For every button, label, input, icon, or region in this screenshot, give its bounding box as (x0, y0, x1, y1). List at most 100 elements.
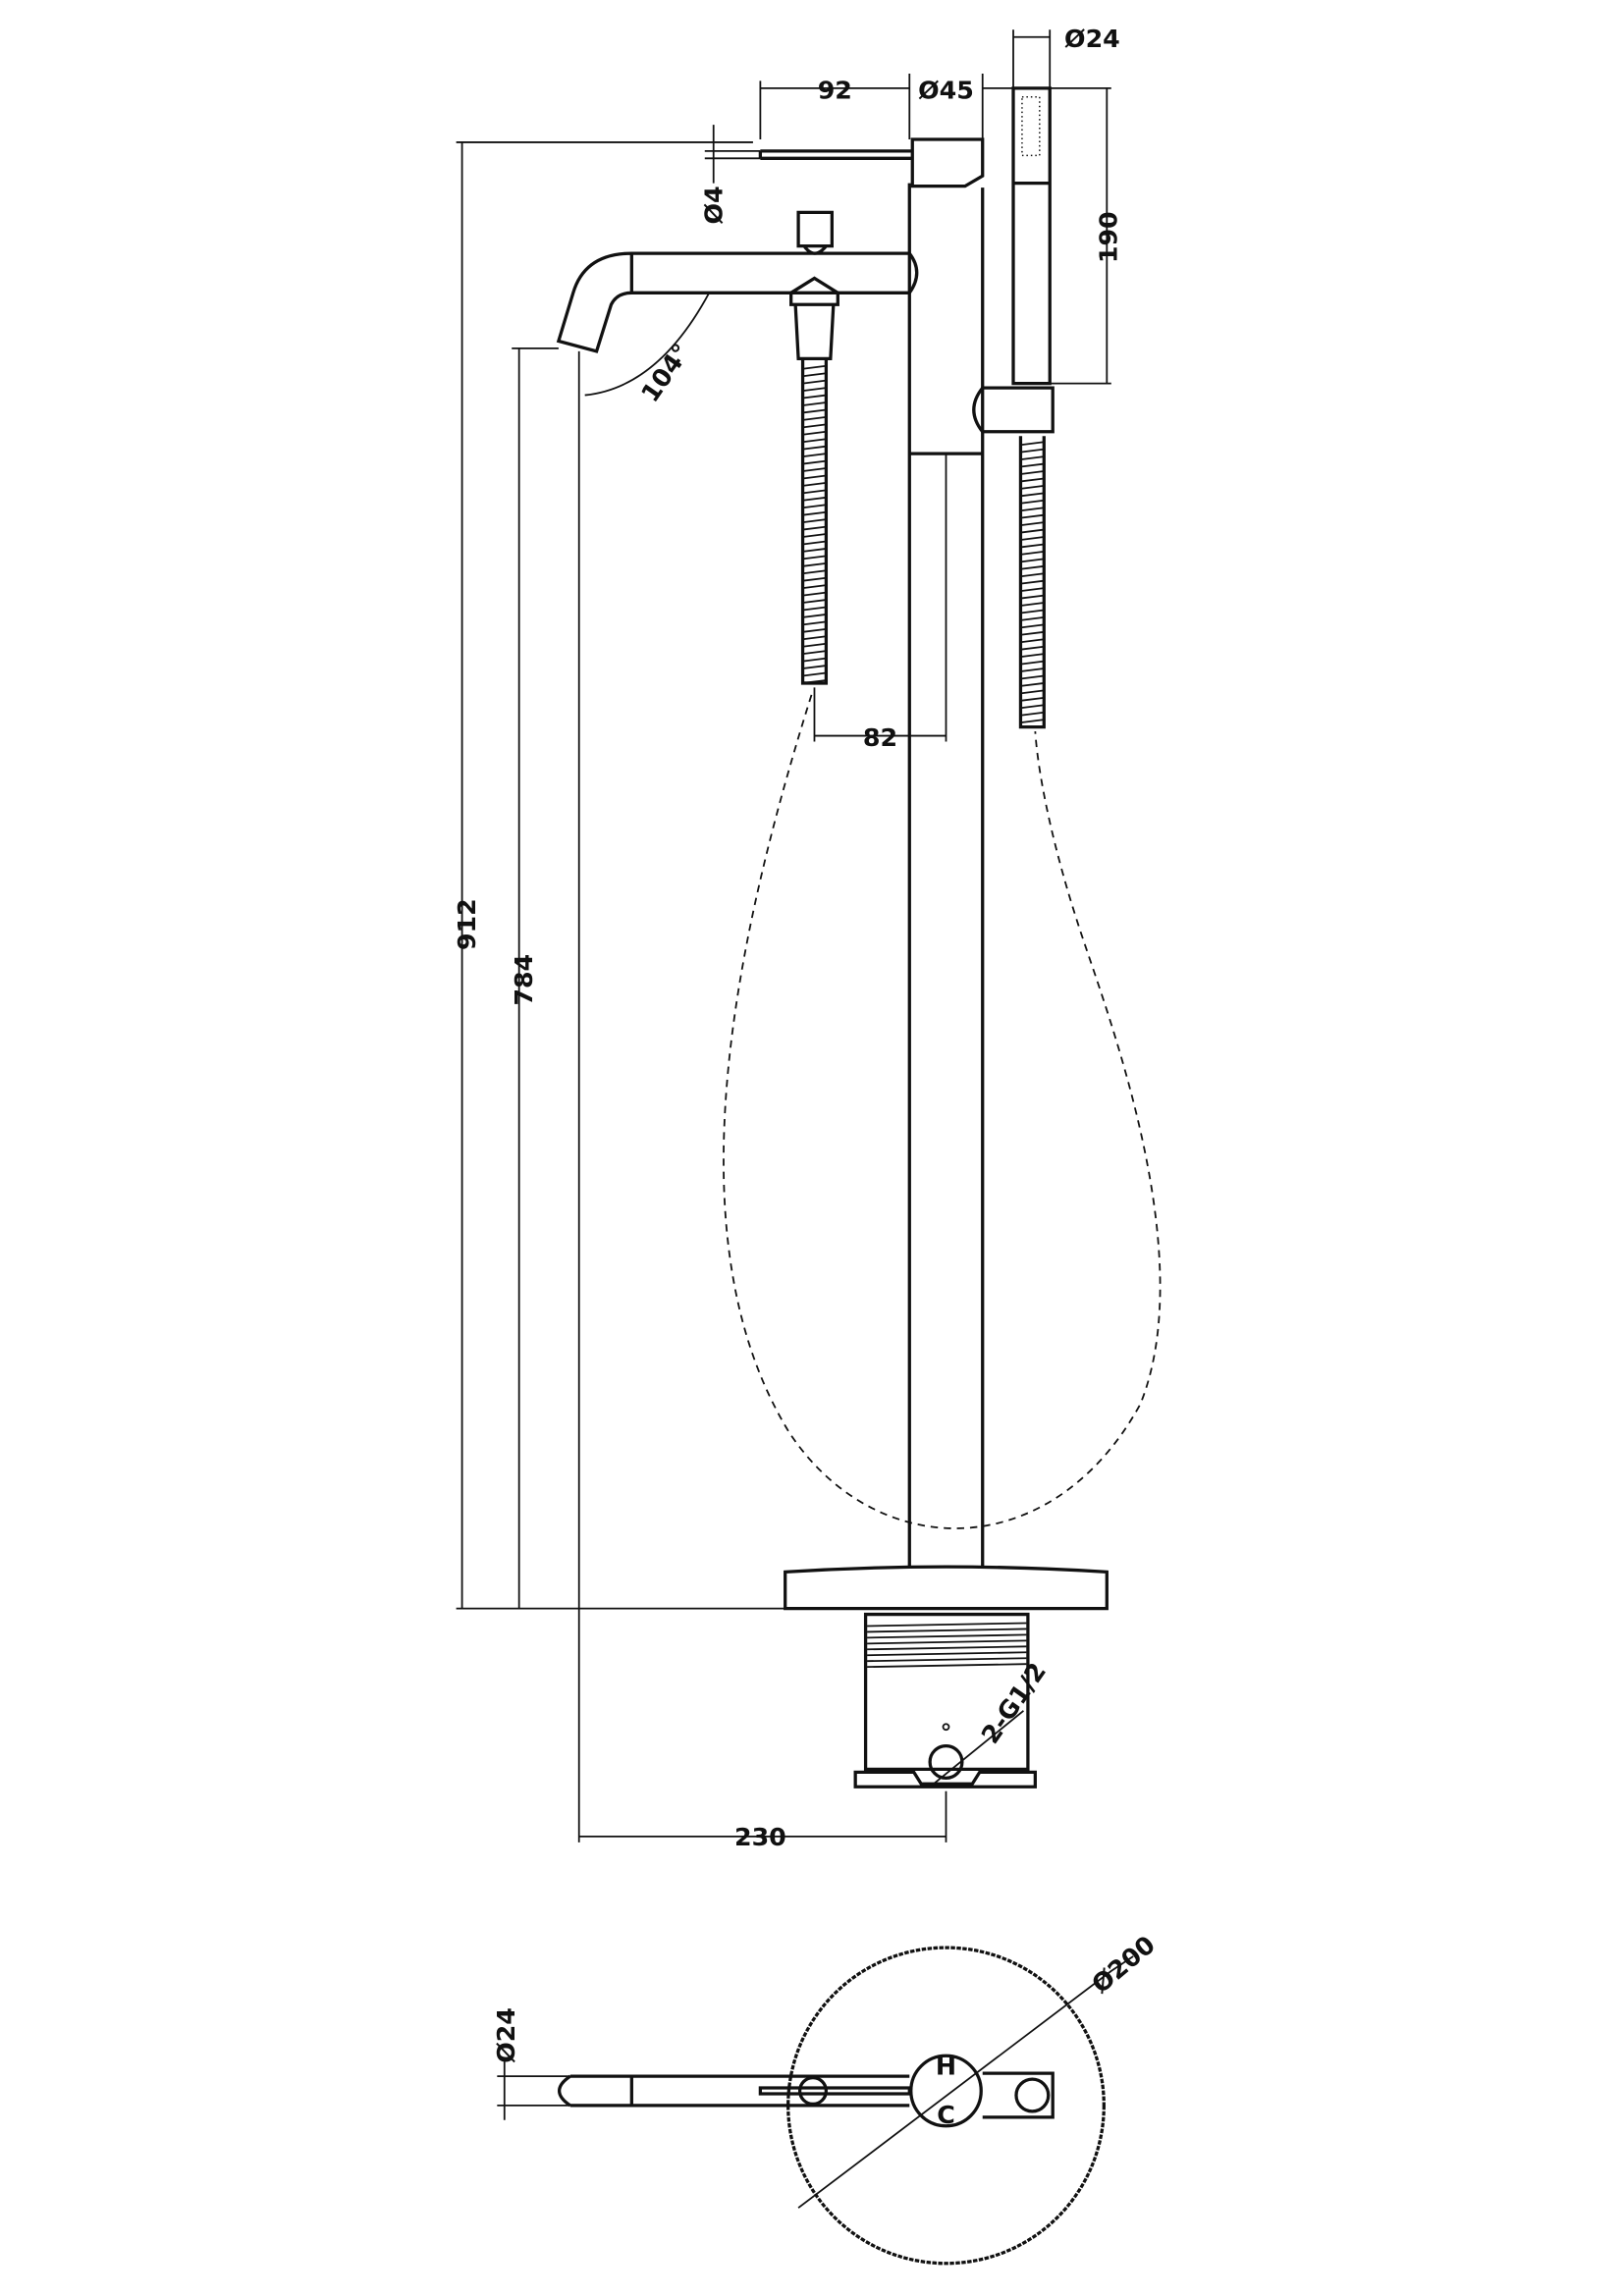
hose-rib (802, 453, 827, 458)
installation-box (853, 1612, 1037, 1789)
hose-rib (867, 1657, 1027, 1663)
hose-rib (1020, 521, 1045, 526)
hose-rib (867, 1651, 1027, 1657)
hose-rib (802, 569, 827, 575)
hose-rib (1020, 507, 1045, 512)
hose-rib (1020, 477, 1045, 483)
hose-rib (802, 606, 827, 612)
hose-rib (1020, 616, 1045, 621)
hose-rib (1020, 682, 1045, 687)
hose-rib (867, 1645, 1027, 1651)
hose-rib (1020, 667, 1045, 672)
bath-hose-connector (789, 276, 839, 360)
dim-spout-diameter: Ø24 (492, 2007, 520, 2063)
hose-rib (1020, 587, 1045, 593)
hose-rib (1020, 638, 1045, 644)
hose-rib (1020, 485, 1045, 490)
hose-rib (802, 679, 827, 684)
mixer-body (910, 137, 985, 188)
hose-rib (1020, 543, 1045, 549)
hose-rib (802, 387, 827, 392)
hose-rib (802, 599, 827, 604)
elevation-view: 912 784 230 92 Ø45 Ø24 190 Ø4 104° 82 2-… (453, 25, 1162, 1851)
handset-holder-plan (1014, 2077, 1051, 2113)
hose-rib (802, 510, 827, 516)
hose-rib (802, 561, 827, 567)
dim-body-diameter: Ø45 (918, 76, 974, 104)
column (907, 183, 985, 1568)
dim-handset-diameter: Ø24 (1064, 25, 1120, 53)
handset-holder (972, 386, 1055, 434)
hose-rib (1020, 689, 1045, 695)
box-ribs (867, 1622, 1027, 1669)
hose-rib (802, 671, 827, 677)
hose-rib (802, 518, 827, 524)
base-plate-plan (786, 1946, 1106, 2266)
hose-rib (802, 620, 827, 626)
hose-rib (1020, 513, 1045, 519)
hose-rib (802, 372, 827, 378)
hose-rib (867, 1633, 1027, 1639)
diverter-knob (796, 210, 834, 255)
hose-rib (802, 614, 827, 618)
dim-base-diameter: Ø200 (1086, 1930, 1161, 1999)
hose-rib (802, 642, 827, 648)
dim-lever-length: 92 (818, 76, 852, 104)
hose-ribs (802, 364, 827, 684)
hose-rib (802, 627, 827, 633)
hose-rib (1020, 564, 1045, 570)
hose-rib (802, 496, 827, 502)
hose-rib (1020, 528, 1045, 534)
hose-rib (1020, 704, 1045, 710)
dimension-lines (456, 29, 1111, 1842)
hose-rib (1020, 696, 1045, 702)
hose-rib (802, 650, 827, 656)
hose-rib (867, 1622, 1027, 1628)
dim-spout-reach: 230 (734, 1823, 786, 1851)
hose-rib (1020, 470, 1045, 475)
hose-rib (802, 504, 827, 509)
dim-inlet-thread: 2-G1/2 (976, 1657, 1052, 1748)
dim-lever-diameter: Ø4 (700, 186, 729, 224)
hose-rib (1020, 455, 1045, 460)
hose-rib (1020, 499, 1045, 505)
hose-loop (723, 694, 1162, 1529)
hose-rib (802, 584, 827, 590)
hose-ribs (1020, 441, 1045, 724)
hose-rib (1020, 645, 1045, 651)
hose-rib (1020, 660, 1045, 666)
hose-rib (1020, 579, 1045, 585)
hose-rib (1020, 572, 1045, 578)
hose-rib (1020, 462, 1045, 468)
hose-rib (1020, 492, 1045, 498)
hose-rib (802, 416, 827, 421)
hose-rib (802, 474, 827, 480)
hose-rib (802, 482, 827, 487)
hose-rib (1020, 609, 1045, 614)
lever-handle (758, 149, 913, 160)
inlet-port (928, 1743, 964, 1780)
hose-rib (1020, 448, 1045, 454)
hose-rib (1020, 623, 1045, 629)
hot-mark: H (936, 2053, 956, 2081)
hose-rib (802, 576, 827, 582)
hose-rib (1020, 719, 1045, 724)
hose-rib (802, 438, 827, 444)
hose-rib (1020, 630, 1045, 636)
dim-hose-offset: 82 (863, 723, 897, 752)
hose-rib (802, 445, 827, 451)
mixer-body-plan (909, 2054, 983, 2128)
spout-plan (558, 2071, 1055, 2119)
hose-rib (1020, 602, 1045, 607)
hose-rib (802, 459, 827, 465)
hose-rib (802, 489, 827, 495)
hose-rib (802, 635, 827, 641)
hose-rib (1020, 674, 1045, 680)
spout (556, 251, 919, 353)
dim-handset-length: 190 (1095, 211, 1123, 263)
base-plate (784, 1565, 1109, 1611)
hose-rib (802, 591, 827, 597)
hose-rib (1020, 558, 1045, 563)
hose-rib (867, 1639, 1027, 1645)
